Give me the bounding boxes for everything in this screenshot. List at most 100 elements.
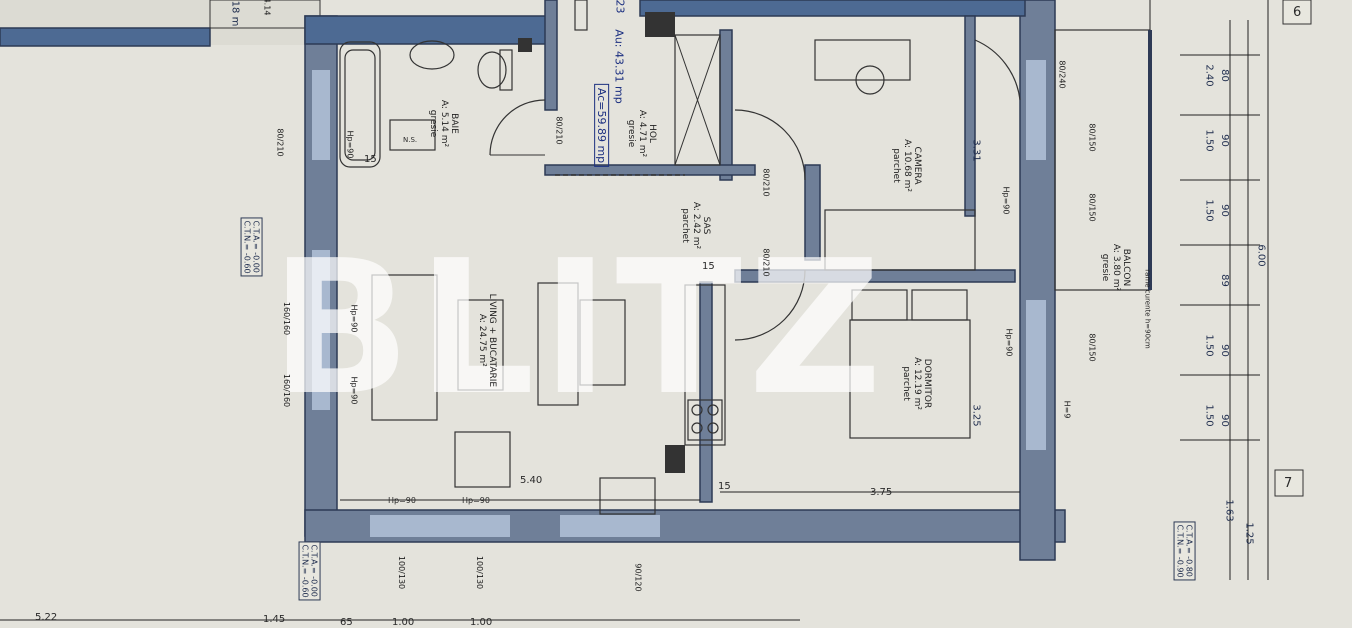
dim-interior-6: 15 — [364, 154, 377, 165]
toilet — [477, 51, 507, 89]
exterior-wall-top-right — [639, 0, 1026, 17]
window-tag-1: 80/150 — [1087, 193, 1097, 222]
dim-opening-2: 90 — [1218, 204, 1230, 217]
window-bottom-left — [370, 515, 510, 537]
wall-camera-balcon — [964, 15, 976, 217]
misc-label-2: H=9 — [1062, 400, 1072, 419]
misc-label-3: N.S. — [403, 136, 418, 144]
dim-interior-2: 3.31 — [970, 139, 982, 162]
window-bottom-mid — [560, 515, 660, 537]
coffee-table — [457, 299, 504, 391]
door-swing-baie — [489, 99, 546, 156]
window-tag-5: 100/130 — [397, 555, 407, 590]
dim-bottom-3: 1.00 — [470, 617, 493, 628]
height-tag-6: Hp=90 — [462, 496, 490, 505]
dim-right-4: 1.50 — [1203, 404, 1215, 427]
window-baie — [312, 70, 330, 160]
height-tag-4: Hp=90 — [1004, 328, 1014, 357]
dim-bottom-2: 1.00 — [392, 617, 415, 628]
tv-unit — [537, 282, 579, 406]
misc-label-1: 4.14 — [262, 0, 272, 16]
door-tag-4: 80/240 — [1057, 60, 1067, 89]
misc-label-0: 18 m — [229, 0, 241, 27]
wall-hol-living — [544, 164, 756, 176]
dim-right-6: 1.25 — [1243, 522, 1255, 545]
dim-interior-0: 5.40 — [520, 475, 543, 486]
desk — [814, 39, 911, 81]
wall-sas-camera — [804, 164, 821, 261]
window-tag-6: 100/130 — [475, 555, 485, 590]
misc-label-4: rame curente h=90cm — [1143, 269, 1152, 349]
window-tag-4: 160/160 — [282, 373, 292, 408]
dim-total: 6.00 — [1255, 244, 1267, 267]
kitchen-counter — [684, 284, 726, 446]
window-tag-7: 90/120 — [633, 563, 643, 592]
sofa-bed — [824, 209, 976, 271]
stove — [687, 399, 723, 441]
fridge — [665, 445, 685, 473]
dining-table — [579, 299, 626, 386]
area-partial: 23 — [613, 0, 627, 14]
dim-opening-4: 90 — [1218, 344, 1230, 357]
dim-interior-4: 15 — [702, 261, 715, 272]
area-ac: Ac=59.89 mp — [594, 83, 610, 168]
axis-marker-top — [1282, 0, 1312, 25]
armchair — [454, 431, 511, 488]
height-tag-5: Hp=90 — [388, 496, 416, 505]
dim-opening-5: 90 — [1218, 414, 1230, 427]
window-living — [312, 250, 330, 410]
dim-right-3: 1.50 — [1203, 334, 1215, 357]
dim-bottom-1: 1.45 — [263, 614, 286, 625]
wall-bath-hol — [544, 0, 558, 111]
watermark: BLITZ — [270, 220, 889, 436]
bathtub — [339, 41, 381, 168]
dim-interior-3: 3.25 — [970, 404, 982, 427]
kitchen-sink — [599, 477, 656, 515]
dim-bottom-0: 5.22 — [35, 612, 58, 623]
bath-duct — [518, 38, 532, 52]
dim-opening-1: 90 — [1218, 134, 1230, 147]
wall-hol-camera — [719, 29, 733, 181]
height-tag-0: Hp=90 — [345, 130, 355, 159]
shaft — [645, 12, 675, 37]
door-swing-balcon — [974, 39, 1021, 101]
sofa — [371, 274, 438, 421]
dim-right-0: 2.40 — [1203, 64, 1215, 87]
door-tag-2: 80/210 — [761, 248, 771, 277]
bed — [849, 319, 971, 439]
axis-label-top: 6 — [1293, 5, 1302, 20]
window-tag-0: 80/150 — [1087, 123, 1097, 152]
area-au: Au: 43.31 mp — [612, 29, 626, 104]
door-tag-3: 80/210 — [275, 128, 285, 157]
upper-wall — [0, 27, 211, 47]
window-tag-3: 160/160 — [282, 301, 292, 336]
exterior-wall-top-left — [304, 15, 551, 45]
window-tag-2: 80/150 — [1087, 333, 1097, 362]
sink — [409, 40, 455, 70]
dim-opening-3: 89 — [1218, 274, 1230, 287]
dim-bottom-4: 65 — [340, 617, 353, 628]
chair — [855, 65, 885, 95]
door-tag-1: 80/210 — [761, 168, 771, 197]
washing-machine — [389, 119, 436, 151]
dim-interior-1: 3.75 — [870, 487, 893, 498]
height-tag-2: Hp=90 — [349, 376, 359, 405]
wall-kitchen — [699, 281, 713, 503]
dim-right-1: 1.50 — [1203, 129, 1215, 152]
axis-label-bottom: 7 — [1284, 476, 1293, 491]
dim-right-2: 1.50 — [1203, 199, 1215, 222]
upper-room-outline — [209, 0, 321, 29]
height-tag-3: Hp=90 — [1001, 186, 1011, 215]
dim-right-5: 1.63 — [1223, 499, 1235, 522]
dim-opening-0: 80 — [1218, 69, 1230, 82]
closet-hol — [674, 34, 721, 166]
